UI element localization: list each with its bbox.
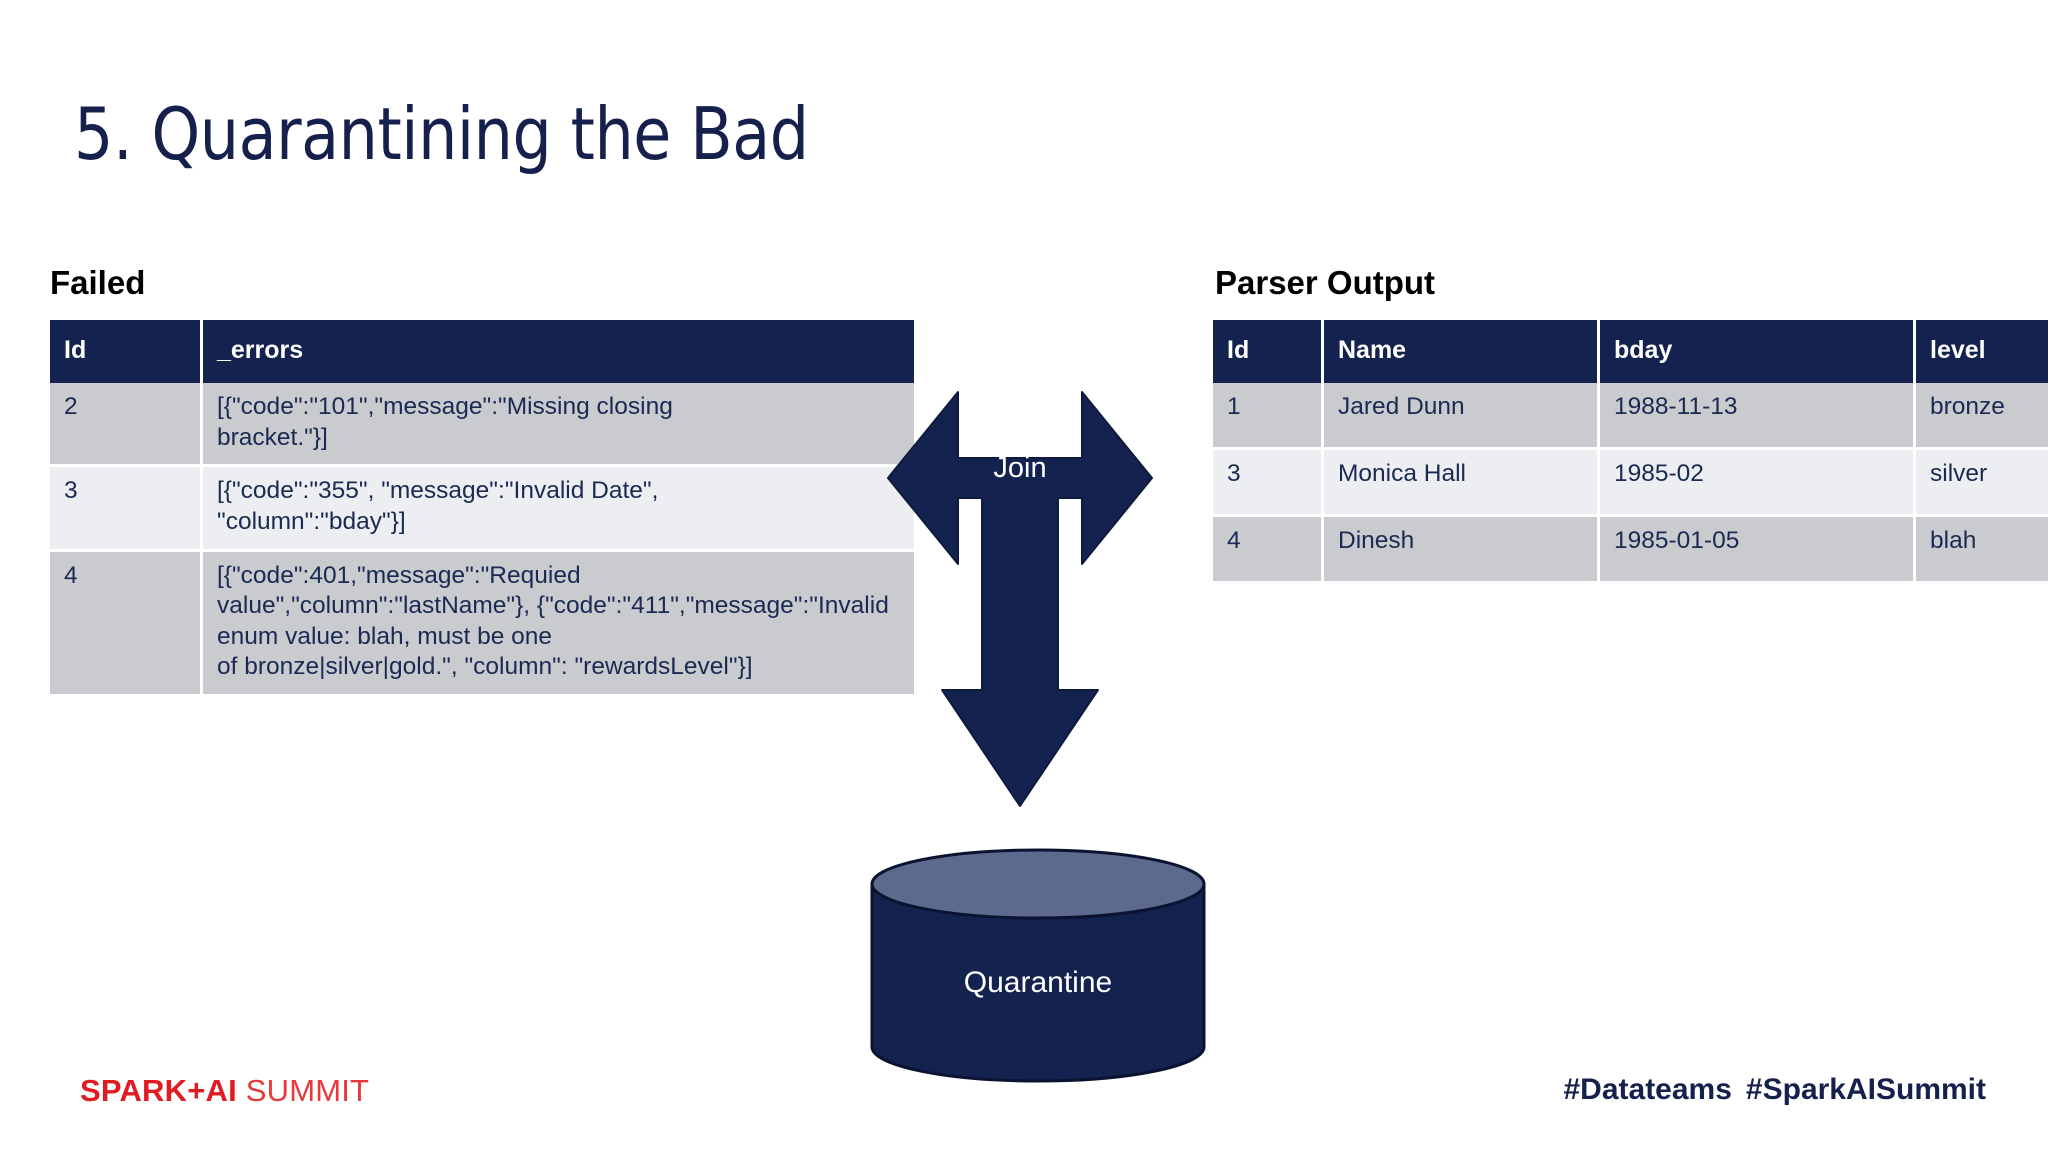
failed-cell-id: 4 — [50, 550, 203, 697]
table-row: 2 [{"code":"101","message":"Missing clos… — [50, 383, 914, 468]
parser-cell-name: Dinesh — [1322, 515, 1600, 584]
parser-cell-bday: 1988-11-13 — [1598, 383, 1916, 450]
parser-table-header-row: Id Name bday level — [1213, 320, 2048, 383]
table-row: 1 Jared Dunn 1988-11-13 bronze — [1213, 383, 2048, 450]
failed-section-heading: Failed — [50, 264, 146, 301]
parser-cell-id: 1 — [1213, 383, 1324, 450]
logo-bold-text: SPARK+AI — [80, 1073, 237, 1108]
failed-cell-errors: [{"code":"355", "message":"Invalid Date"… — [201, 465, 914, 552]
table-row: 3 [{"code":"355", "message":"Invalid Dat… — [50, 465, 914, 552]
spark-ai-summit-logo: SPARK+AI SUMMIT — [80, 1073, 369, 1109]
hashtag-datateams: #Datateams — [1563, 1073, 1732, 1106]
parser-column-header-name: Name — [1322, 320, 1600, 383]
failed-cell-errors: [{"code":401,"message":"Requied value","… — [201, 550, 914, 697]
parser-cell-level: silver — [1914, 448, 2048, 517]
failed-column-header-id: Id — [50, 320, 203, 383]
parser-output-table: Id Name bday level 1 Jared Dunn 1988-11-… — [1213, 320, 2048, 584]
failed-column-header-errors: _errors — [201, 320, 914, 383]
parser-column-header-level: level — [1914, 320, 2048, 383]
page-title: 5. Quarantining the Bad — [74, 92, 809, 176]
failed-table-head: Id _errors — [50, 320, 914, 383]
failed-cell-errors: [{"code":"101","message":"Missing closin… — [201, 383, 914, 468]
failed-table-header-row: Id _errors — [50, 320, 914, 383]
table-row: 4 Dinesh 1985-01-05 blah — [1213, 515, 2048, 584]
parser-cell-id: 3 — [1213, 448, 1324, 517]
parser-cell-level: blah — [1914, 515, 2048, 584]
failed-cell-id: 2 — [50, 383, 203, 468]
triple-arrow-icon — [887, 391, 1153, 807]
failed-table-body: 2 [{"code":"101","message":"Missing clos… — [50, 383, 914, 697]
join-arrow-group: Join — [880, 370, 1160, 830]
parser-table-body: 1 Jared Dunn 1988-11-13 bronze 3 Monica … — [1213, 383, 2048, 584]
parser-column-header-id: Id — [1213, 320, 1324, 383]
footer-hashtags: #Datateams #SparkAISummit — [1563, 1073, 1986, 1107]
table-row: 4 [{"code":401,"message":"Requied value"… — [50, 550, 914, 697]
parser-cell-level: bronze — [1914, 383, 2048, 450]
failed-table: Id _errors 2 [{"code":"101","message":"M… — [50, 320, 914, 697]
quarantine-cylinder: Quarantine — [868, 848, 1208, 1083]
failed-cell-id: 3 — [50, 465, 203, 552]
parser-cell-id: 4 — [1213, 515, 1324, 584]
table-row: 3 Monica Hall 1985-02 silver — [1213, 448, 2048, 517]
parser-cell-name: Jared Dunn — [1322, 383, 1600, 450]
parser-output-section-heading: Parser Output — [1215, 264, 1436, 301]
parser-table-head: Id Name bday level — [1213, 320, 2048, 383]
parser-cell-bday: 1985-01-05 — [1598, 515, 1916, 584]
parser-column-header-bday: bday — [1598, 320, 1916, 383]
parser-cell-bday: 1985-02 — [1598, 448, 1916, 517]
hashtag-sparkaisummit: #SparkAISummit — [1745, 1073, 1986, 1106]
logo-light-text: SUMMIT — [236, 1073, 370, 1108]
parser-cell-name: Monica Hall — [1322, 448, 1600, 517]
database-cylinder-icon — [870, 848, 1206, 1083]
